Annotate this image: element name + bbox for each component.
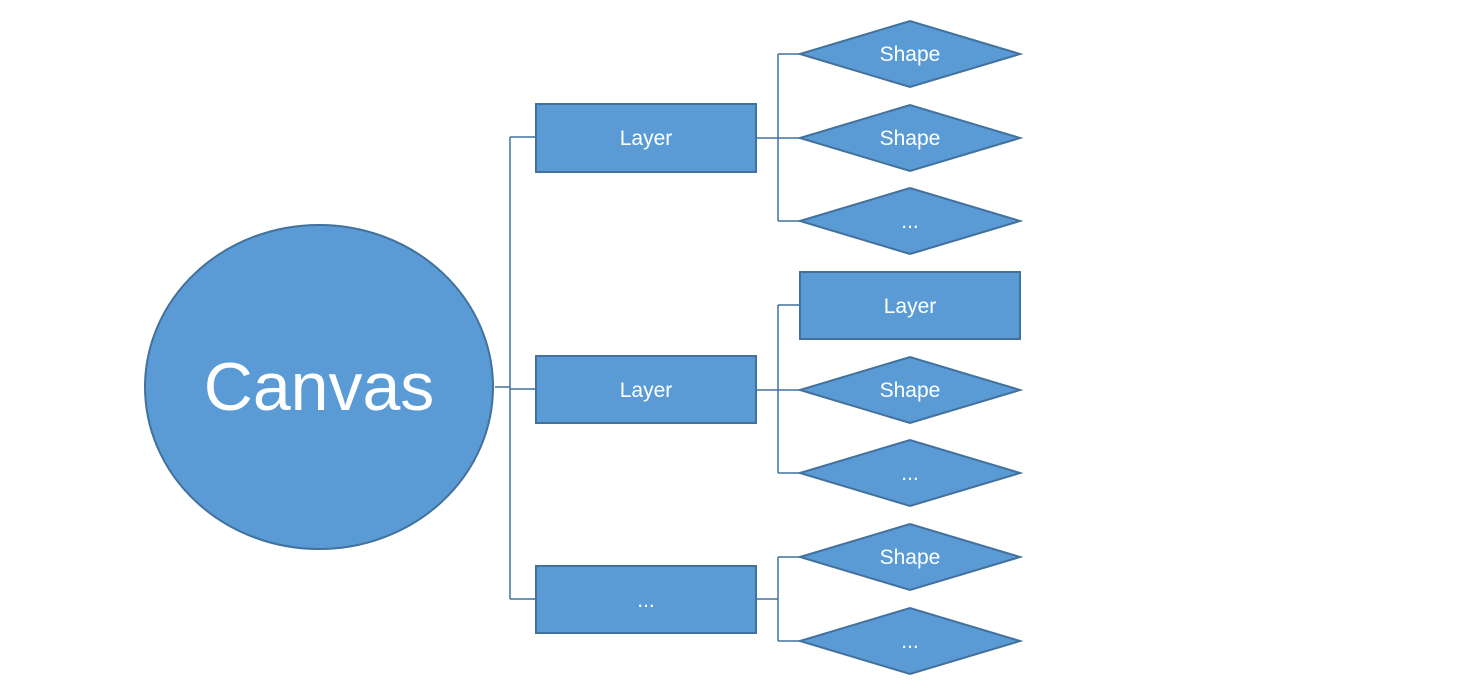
- layer-node-2: Layer: [535, 355, 757, 424]
- shape-diamond-7: [796, 522, 1024, 592]
- canvas-node: Canvas: [144, 224, 494, 550]
- child-node-6: ...: [796, 438, 1024, 508]
- shape-diamond-8: [796, 606, 1024, 676]
- layer-rect-4: [799, 271, 1021, 340]
- connectors: [495, 53, 800, 642]
- canvas-ellipse: [144, 224, 494, 550]
- child-node-8: ...: [796, 606, 1024, 676]
- layer-label-2: Layer: [620, 379, 673, 402]
- shape-diamond-1: [796, 19, 1024, 89]
- child-node-1: Shape: [796, 19, 1024, 89]
- shape-label-8: ...: [901, 630, 919, 653]
- shape-label-2: Shape: [880, 127, 941, 150]
- child-node-5: Shape: [796, 355, 1024, 425]
- canvas-label: Canvas: [204, 349, 435, 425]
- connector-layer1-children: [756, 53, 800, 222]
- shape-label-3: ...: [901, 210, 919, 233]
- shape-label-7: Shape: [880, 546, 941, 569]
- connector-layer3-children: [756, 556, 800, 642]
- layer-label-3: ...: [637, 589, 655, 612]
- child-node-7: Shape: [796, 522, 1024, 592]
- layer-rect-2: [535, 355, 757, 424]
- shape-diamond-3: [796, 186, 1024, 256]
- connector-layer2-children: [756, 304, 800, 474]
- layer-rect-3: [535, 565, 757, 634]
- child-node-3: ...: [796, 186, 1024, 256]
- shape-diamond-5: [796, 355, 1024, 425]
- shape-label-5: Shape: [880, 379, 941, 402]
- shape-diamond-2: [796, 103, 1024, 173]
- shape-diamond-6: [796, 438, 1024, 508]
- child-node-4: Layer: [799, 271, 1021, 340]
- layer-node-3: ...: [535, 565, 757, 634]
- shape-label-6: ...: [901, 462, 919, 485]
- connector-root-to-layers: [495, 136, 536, 600]
- layer-node-1: Layer: [535, 103, 757, 173]
- shape-label-1: Shape: [880, 43, 941, 66]
- layer-rect-1: [535, 103, 757, 173]
- layer-label-1: Layer: [620, 127, 673, 150]
- child-node-2: Shape: [796, 103, 1024, 173]
- layer-label-4: Layer: [884, 295, 937, 318]
